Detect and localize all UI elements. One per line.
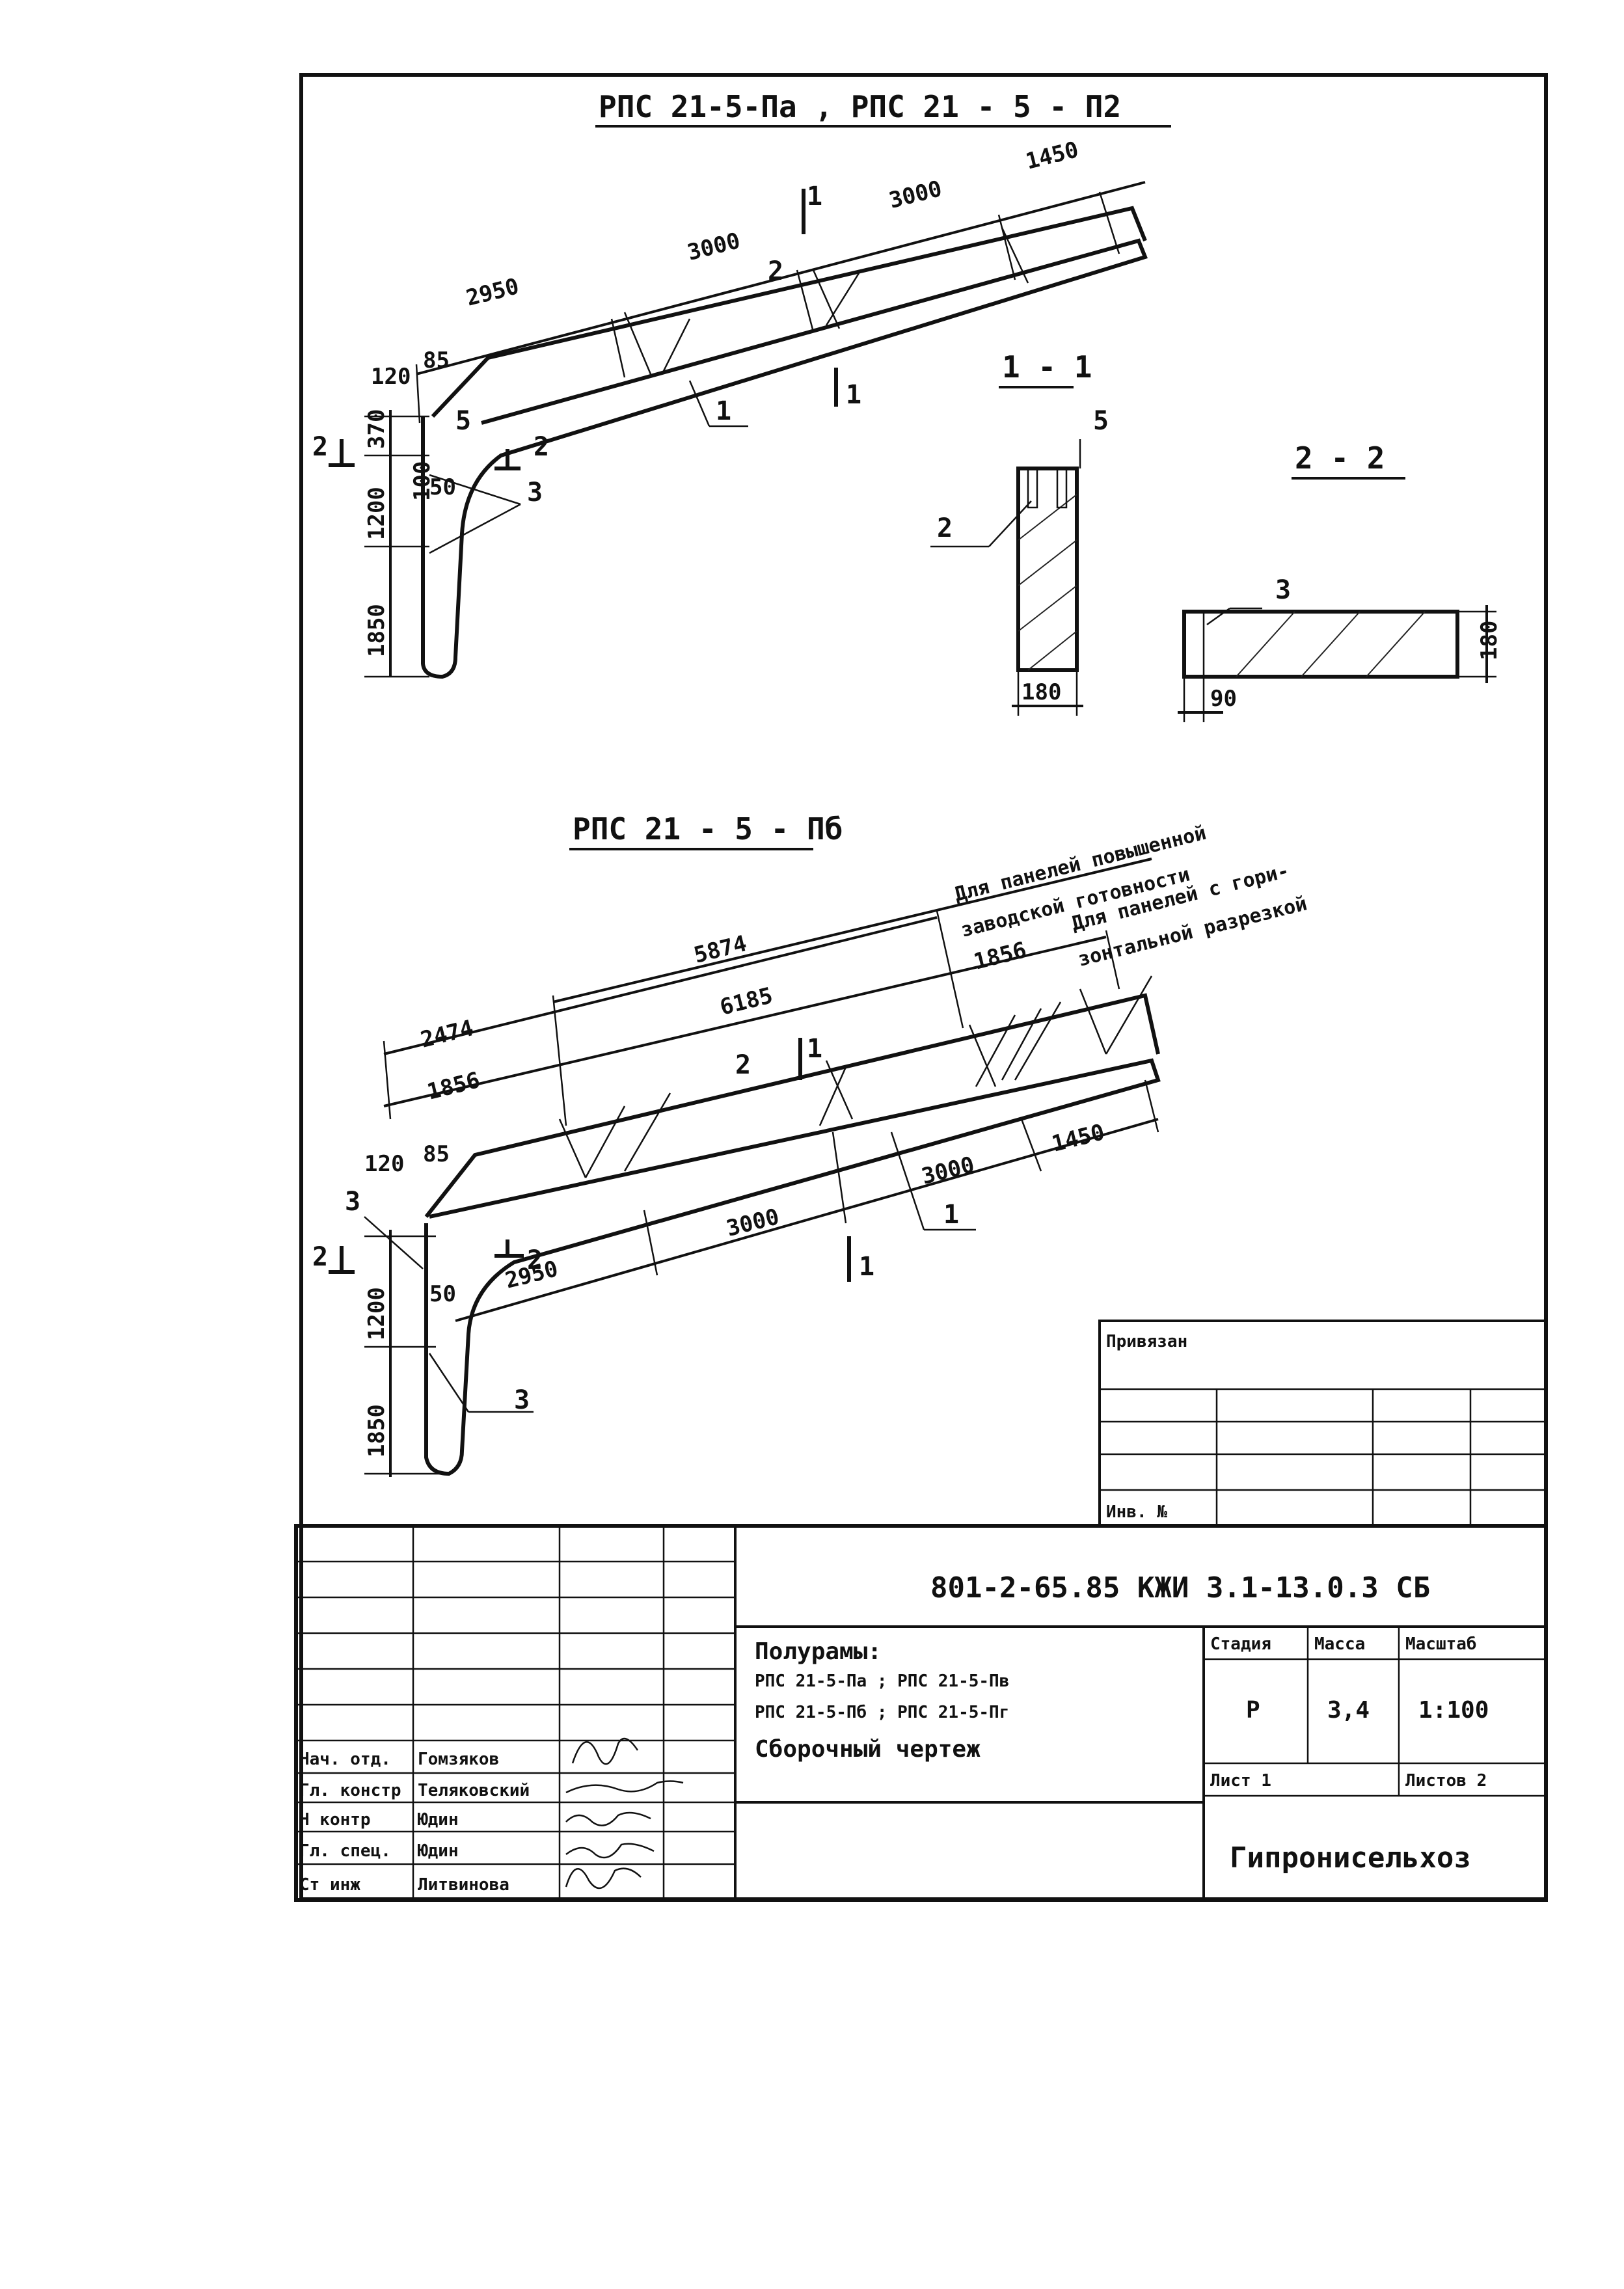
name-1: Гомзяков <box>418 1750 499 1769</box>
mass-header: Масса <box>1314 1634 1365 1654</box>
description-line-1: Полурамы: <box>755 1638 882 1665</box>
stage-header: Стадия <box>1210 1634 1271 1654</box>
svg-text:3: 3 <box>1275 575 1291 605</box>
privyazan-label: Привязан <box>1106 1332 1187 1351</box>
svg-text:120: 120 <box>371 364 411 390</box>
signature-2 <box>565 1780 684 1794</box>
signature-4 <box>565 1843 655 1859</box>
svg-text:5: 5 <box>1093 406 1109 436</box>
mid-frame-view: 2474 5874 6185 1856 120 85 2950 3000 300… <box>312 822 1309 1477</box>
svg-text:370: 370 <box>364 409 390 449</box>
svg-text:6185: 6185 <box>718 982 776 1021</box>
name-2: Теляковский <box>418 1781 530 1800</box>
mass-value: 3,4 <box>1327 1697 1370 1724</box>
svg-text:1850: 1850 <box>364 1404 390 1457</box>
role-5: Ст инж <box>299 1875 360 1895</box>
svg-text:2474: 2474 <box>418 1015 476 1053</box>
svg-text:1200: 1200 <box>364 487 390 540</box>
role-2: Гл. констр <box>299 1781 401 1800</box>
svg-text:120: 120 <box>364 1151 404 1177</box>
svg-text:1: 1 <box>859 1252 874 1282</box>
svg-text:2: 2 <box>937 513 953 543</box>
svg-text:2: 2 <box>312 432 328 462</box>
svg-text:85: 85 <box>423 347 450 373</box>
role-3: Н контр <box>299 1810 371 1830</box>
signature-3 <box>565 1811 651 1826</box>
svg-text:2: 2 <box>768 256 783 286</box>
mid-title: РПС 21 - 5 - Пб <box>573 811 843 847</box>
svg-text:2950: 2950 <box>464 273 522 312</box>
role-4: Гл. спец. <box>299 1841 391 1861</box>
svg-text:3: 3 <box>514 1385 530 1415</box>
svg-text:50: 50 <box>429 474 456 500</box>
description-line-3: РПС 21-5-Пб ; РПС 21-5-Пг <box>755 1703 1009 1722</box>
svg-text:85: 85 <box>423 1141 450 1167</box>
name-5: Литвинова <box>418 1875 509 1895</box>
svg-text:1: 1 <box>943 1200 959 1230</box>
svg-text:3000: 3000 <box>724 1204 782 1242</box>
svg-text:1856: 1856 <box>971 937 1029 975</box>
svg-text:50: 50 <box>429 1281 456 1307</box>
description-line-4: Сборочный чертеж <box>755 1736 981 1763</box>
svg-text:1450: 1450 <box>1049 1119 1107 1158</box>
stage-value: Р <box>1246 1697 1260 1724</box>
doc-code: 801-2-65.85 КЖИ 3.1-13.0.3 СБ <box>930 1571 1430 1605</box>
svg-text:1: 1 <box>846 380 861 410</box>
svg-text:1450: 1450 <box>1023 137 1081 175</box>
section-2-2: 2 - 2 180 90 3 <box>1178 440 1502 722</box>
section-1-1: 1 - 1 180 2 5 <box>930 349 1109 716</box>
role-1: Нач. отд. <box>299 1750 391 1769</box>
sheets-total: Листов 2 <box>1405 1771 1487 1791</box>
description-line-2: РПС 21-5-Па ; РПС 21-5-Пв <box>755 1672 1009 1691</box>
svg-text:100: 100 <box>409 461 435 501</box>
svg-text:2: 2 <box>534 432 549 462</box>
svg-text:1 - 1: 1 - 1 <box>1002 349 1092 385</box>
svg-text:180: 180 <box>1476 621 1502 660</box>
svg-text:3000: 3000 <box>685 228 743 266</box>
svg-text:3: 3 <box>527 478 543 508</box>
svg-text:1: 1 <box>807 1034 822 1064</box>
svg-text:1: 1 <box>716 396 731 426</box>
svg-text:3000: 3000 <box>919 1152 977 1190</box>
scale-header: Масштаб <box>1405 1634 1477 1654</box>
svg-text:2: 2 <box>312 1242 328 1272</box>
organization: Гипронисельхоз <box>1230 1841 1471 1875</box>
svg-text:1200: 1200 <box>364 1287 390 1340</box>
svg-text:2: 2 <box>527 1245 543 1275</box>
scale-value: 1:100 <box>1418 1697 1489 1724</box>
svg-text:2: 2 <box>735 1050 751 1080</box>
svg-text:2 - 2: 2 - 2 <box>1295 440 1385 476</box>
name-3: Юдин <box>418 1810 459 1830</box>
title-block: Привязан Инв. № 801-2-65.85 КЖИ 3.1-13.0… <box>294 1320 1548 1902</box>
signature-5 <box>565 1867 642 1889</box>
svg-text:5874: 5874 <box>692 930 750 969</box>
svg-text:1856: 1856 <box>425 1067 483 1105</box>
sheet-number: Лист 1 <box>1210 1771 1271 1791</box>
svg-text:1: 1 <box>807 182 822 211</box>
signature-1 <box>571 1737 639 1765</box>
svg-text:3: 3 <box>345 1187 360 1217</box>
top-title: РПС 21-5-Па , РПС 21 - 5 - П2 <box>599 89 1121 124</box>
svg-text:180: 180 <box>1022 679 1061 705</box>
svg-text:3000: 3000 <box>887 176 945 214</box>
svg-text:90: 90 <box>1210 686 1237 712</box>
svg-text:1850: 1850 <box>364 604 390 657</box>
svg-text:5: 5 <box>455 406 471 436</box>
name-4: Юдин <box>418 1841 459 1861</box>
inv-no-label: Инв. № <box>1106 1502 1167 1522</box>
